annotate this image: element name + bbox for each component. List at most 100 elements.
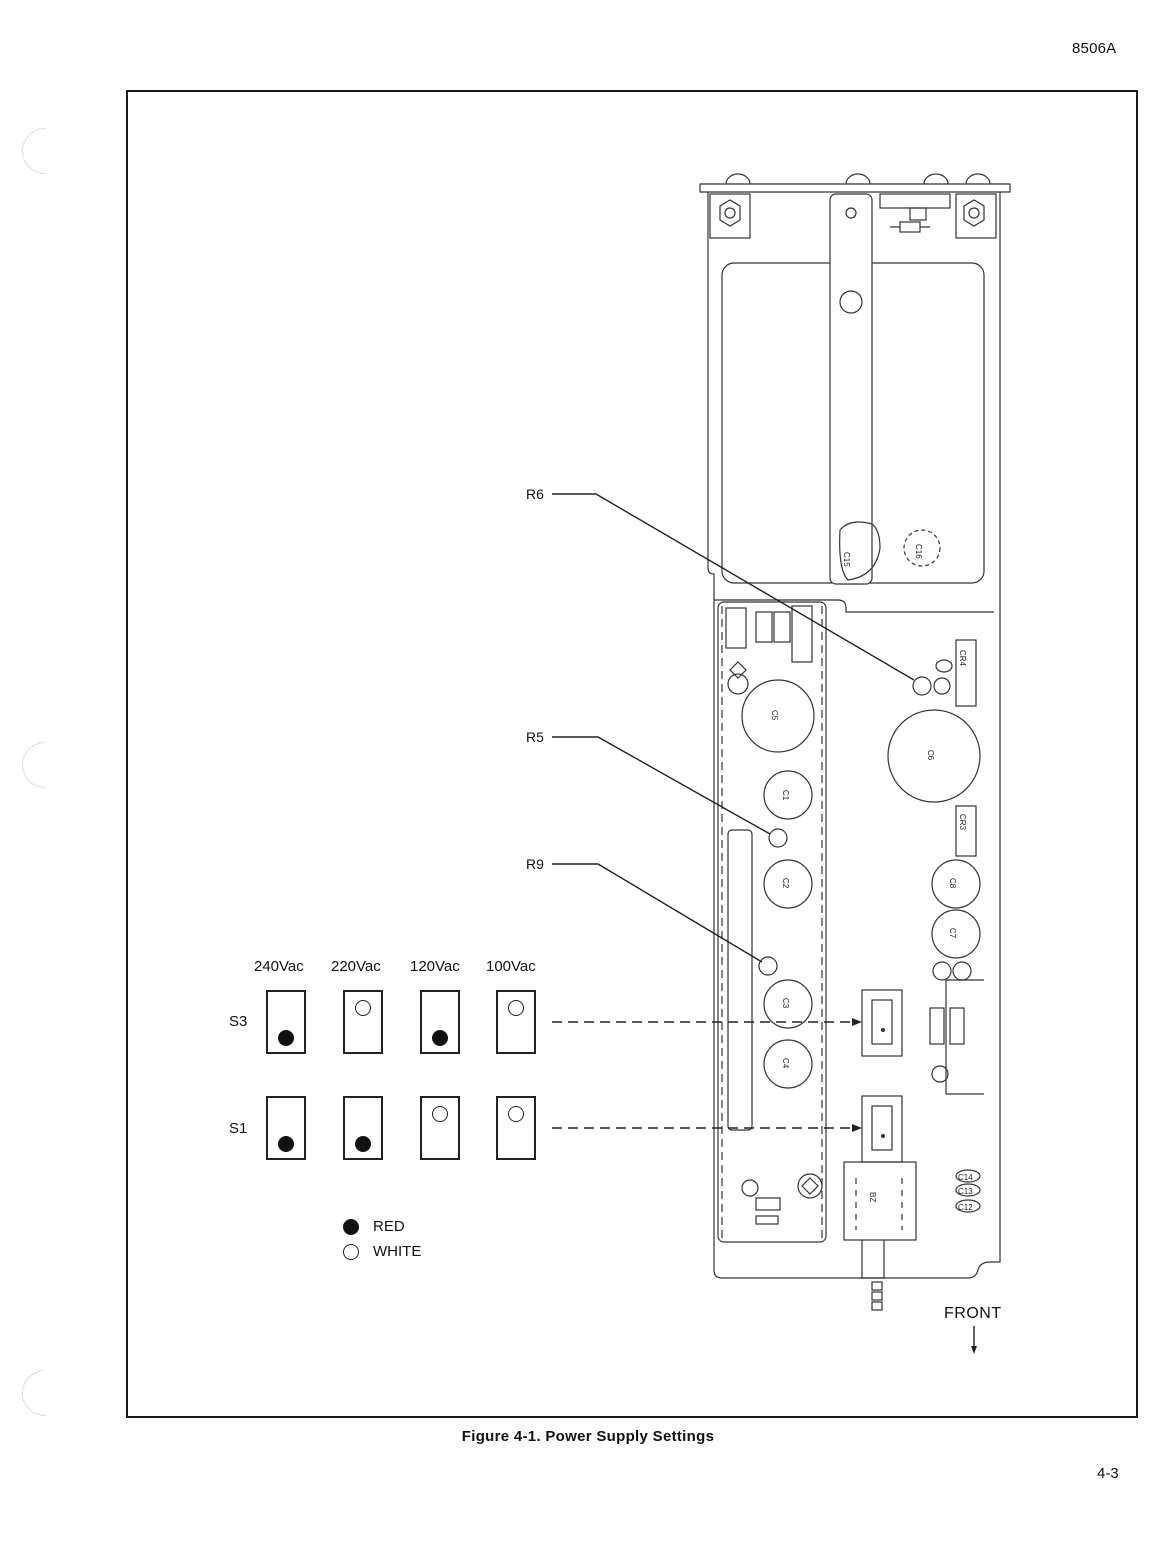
- red-indicator-icon: [278, 1030, 294, 1046]
- white-indicator-icon: [508, 1106, 524, 1122]
- cr5: [755, 1197, 781, 1211]
- switch-s1-240vac: [266, 1096, 306, 1160]
- bar-hole-top: [845, 207, 857, 219]
- white-indicator-icon: [355, 1000, 371, 1016]
- c6: [887, 709, 981, 803]
- c2: [763, 859, 813, 909]
- svg-text:C14: C14: [958, 1173, 973, 1182]
- switch-s3-220vac: [343, 990, 383, 1054]
- c8: [931, 859, 981, 909]
- white-indicator-icon: [432, 1106, 448, 1122]
- c14: [955, 1169, 981, 1183]
- r5-leader: [552, 736, 771, 835]
- front-label: FRONT: [944, 1305, 1002, 1322]
- svg-text:C6: C6: [926, 750, 935, 761]
- c12: [955, 1199, 981, 1213]
- screw-bottom: [801, 1177, 819, 1195]
- front-arrow-head: [971, 1346, 977, 1354]
- cr3-block: [955, 805, 977, 857]
- r1: [755, 1215, 779, 1225]
- svg-text:C13: C13: [958, 1187, 973, 1196]
- row-label-s3: S3: [229, 1013, 248, 1030]
- column-120vac: 120Vac: [410, 958, 460, 975]
- c4: [763, 1039, 813, 1089]
- right-mount-bracket: [955, 193, 997, 239]
- switch-s1-120vac: [420, 1096, 460, 1160]
- svg-text:C7: C7: [948, 928, 957, 939]
- c13: [955, 1183, 981, 1197]
- s1-leader-arrow: [852, 1124, 862, 1132]
- figure-caption: Figure 4-1. Power Supply Settings: [461, 1428, 715, 1445]
- r3: [773, 611, 791, 643]
- svg-text:C5: C5: [770, 710, 779, 721]
- vertical-bar: [829, 193, 873, 585]
- r6: [912, 676, 932, 696]
- red-indicator-icon: [278, 1136, 294, 1152]
- svg-text:C2: C2: [781, 878, 790, 889]
- legend-red-icon: [343, 1219, 359, 1235]
- svg-text:C15: C15: [842, 552, 851, 567]
- legend-white-label: WHITE: [373, 1243, 422, 1260]
- svg-text:CR4: CR4: [958, 650, 967, 667]
- heatsink-bracket: [945, 979, 984, 1095]
- cr1: [725, 607, 747, 649]
- column-100vac: 100Vac: [486, 958, 536, 975]
- u-strip: [727, 829, 753, 1131]
- u8-block: [879, 193, 951, 209]
- row-label-s1: S1: [229, 1120, 248, 1137]
- c15-outline: [839, 521, 881, 581]
- svg-text:C8: C8: [948, 878, 957, 889]
- red-indicator-icon: [432, 1030, 448, 1046]
- svg-text:CR3: CR3: [958, 814, 967, 831]
- u8-tab: [909, 207, 927, 221]
- hex-nut-right: [963, 199, 985, 227]
- left-mount-bracket: [709, 193, 751, 239]
- buzzer-bz: [843, 1161, 917, 1241]
- u-regulator-left: [929, 1007, 945, 1045]
- svg-text:BZ: BZ: [868, 1192, 877, 1202]
- svg-text:C16: C16: [914, 544, 923, 559]
- callout-r5: R5: [526, 729, 544, 745]
- bolt-left: [724, 207, 736, 219]
- r5: [768, 828, 788, 848]
- board-switch-s3: [861, 989, 903, 1057]
- figure-frame: [126, 90, 1138, 1418]
- s3-leader-arrow: [852, 1018, 862, 1026]
- c3: [763, 979, 813, 1029]
- u-regulator-right: [949, 1007, 965, 1045]
- c7: [931, 909, 981, 959]
- c11: [935, 659, 953, 673]
- column-220vac: 220Vac: [331, 958, 381, 975]
- document-id: 8506A: [1072, 40, 1117, 57]
- switch-s1-220vac: [343, 1096, 383, 1160]
- r2: [755, 611, 773, 643]
- switch-s3-120vac: [420, 990, 460, 1054]
- hex-nut-left: [719, 199, 741, 227]
- c16-outline: [903, 529, 941, 567]
- svg-text:C4: C4: [781, 1058, 790, 1069]
- svg-text:C12: C12: [958, 1203, 973, 1212]
- page-number: 4-3: [1097, 1465, 1119, 1482]
- callout-r9: R9: [526, 856, 544, 872]
- top-resistor: [899, 221, 921, 233]
- cr4-block: [955, 639, 977, 707]
- l1: [741, 1179, 759, 1197]
- switch-s3-100vac: [496, 990, 536, 1054]
- legend-red-label: RED: [373, 1218, 405, 1235]
- r9-leader: [552, 863, 763, 963]
- chassis-outline: [707, 192, 1001, 1279]
- c10: [933, 677, 951, 695]
- top-rail: [699, 183, 1011, 193]
- callout-r6: R6: [526, 486, 544, 502]
- column-240vac: 240Vac: [254, 958, 304, 975]
- svg-text:C3: C3: [781, 998, 790, 1009]
- bar-hole-middle: [839, 290, 863, 314]
- screw-top-left: [729, 661, 747, 679]
- left-subboard: [717, 601, 827, 1243]
- c1: [763, 770, 813, 820]
- bolt-right: [968, 207, 980, 219]
- white-indicator-icon: [508, 1000, 524, 1016]
- r6-leader: [552, 493, 915, 681]
- rail-tabs: [725, 173, 991, 185]
